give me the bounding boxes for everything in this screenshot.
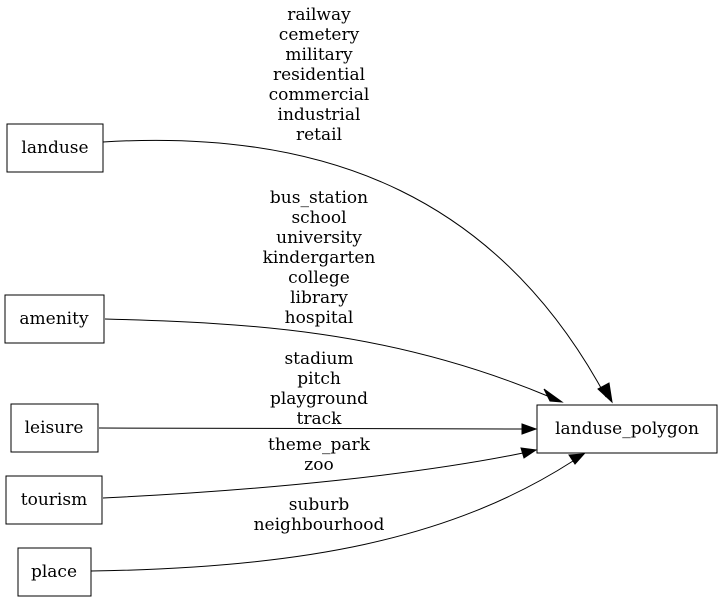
edge-label-line: playground [270,389,368,409]
edge-label-line: hospital [285,308,354,328]
edge-label-tourism: theme_park zoo [268,435,371,475]
edge-place [90,453,586,572]
node-landuse: landuse [6,123,104,173]
node-place: place [17,547,92,597]
edge-leisure [98,423,538,435]
edge-label-line: stadium [284,349,353,369]
edge-amenity [104,318,564,403]
node-landuse-label: landuse [21,138,88,158]
edge-label-line: library [290,288,348,308]
node-leisure: leisure [10,403,99,453]
edge-label-line: industrial [278,105,361,125]
edge-label-line: cemetery [279,25,360,45]
node-leisure-label: leisure [25,418,84,438]
edge-label-line: retail [296,125,342,145]
edge-label-line: residential [273,65,365,85]
edge-label-leisure: stadium pitch playground track [270,349,368,429]
edge-label-place: suburb neighbourhood [254,495,385,535]
edge-label-line: kindergarten [263,248,376,268]
edge-label-line: track [297,409,343,429]
edge-label-line: school [291,208,346,228]
edge-label-line: railway [287,5,351,25]
edge-label-line: theme_park [268,435,371,455]
edge-label-line: university [276,228,362,248]
node-place-label: place [31,562,77,582]
edge-label-line: commercial [269,85,370,105]
edge-label-landuse: railway cemetery military residential co… [269,5,370,145]
edge-label-line: military [285,45,353,65]
edge-landuse [102,139,613,404]
edge-label-line: suburb [289,495,350,515]
edge-label-line: bus_station [270,188,368,208]
node-amenity-label: amenity [19,309,89,329]
edge-label-line: pitch [297,369,341,389]
edge-label-line: zoo [304,455,333,475]
node-landuse-polygon-label: landuse_polygon [555,419,699,439]
node-tourism-label: tourism [21,490,87,510]
edge-label-amenity: bus_station school university kindergart… [263,188,376,328]
edge-label-line: neighbourhood [254,515,385,535]
node-amenity: amenity [4,294,105,344]
edge-tourism [102,447,538,499]
node-landuse-polygon: landuse_polygon [536,404,718,454]
node-tourism: tourism [5,475,103,525]
edge-label-line: college [288,268,350,288]
